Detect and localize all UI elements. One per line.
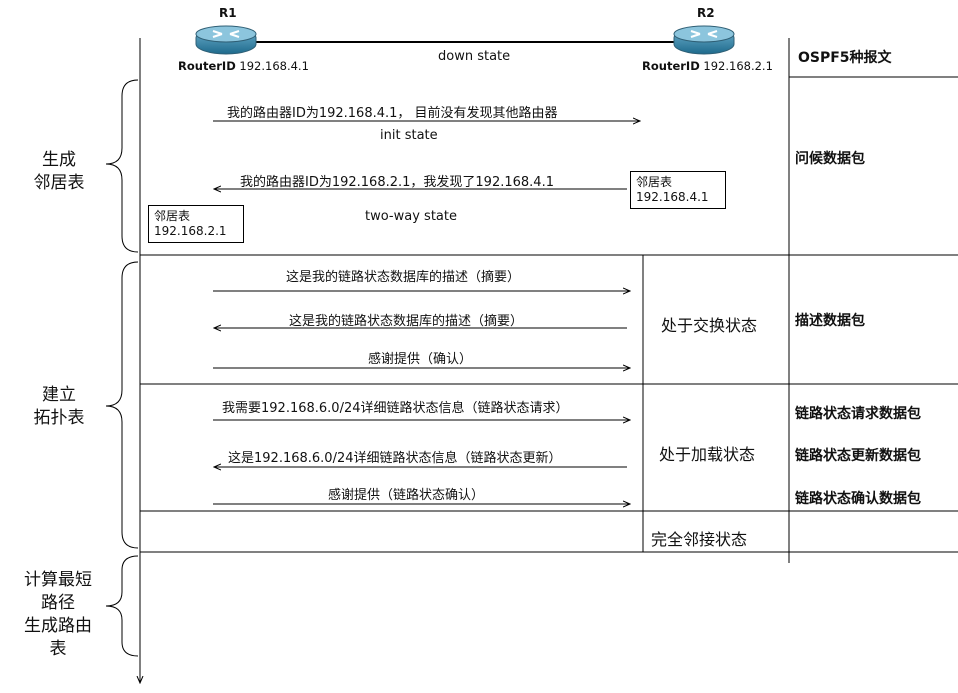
r1-neighbor-table-title: 邻居表	[154, 209, 191, 223]
packet-lsu: 链路状态更新数据包	[795, 448, 921, 464]
r1-neighbor-table: 邻居表 192.168.2.1	[148, 205, 244, 243]
packet-dbd: 描述数据包	[795, 313, 865, 329]
exchange-message-3: 感谢提供（确认）	[368, 352, 473, 367]
router-r1-id: RouterID 192.168.4.1	[178, 59, 309, 73]
exchange-state-label: 处于交换状态	[661, 316, 758, 335]
router-r1-name: R1	[219, 6, 237, 20]
brace-neighbor	[105, 79, 139, 253]
stage-neighbor-label: 生成 邻居表	[33, 150, 85, 193]
exchange-message-2: 这是我的链路状态数据库的描述（摘要）	[289, 314, 524, 329]
loading-message-1: 我需要192.168.6.0/24详细链路状态信息（链路状态请求）	[222, 401, 569, 416]
stage-route-label: 计算最短 路径 生成路由 表	[24, 570, 92, 659]
loading-state-label: 处于加载状态	[659, 445, 756, 464]
r2-neighbor-table: 邻居表 192.168.4.1	[630, 171, 726, 209]
exchange-message-1: 这是我的链路状态数据库的描述（摘要）	[286, 270, 521, 285]
brace-route	[105, 555, 139, 657]
r1-neighbor-table-value: 192.168.2.1	[154, 224, 227, 238]
two-way-state-label: two-way state	[365, 209, 457, 224]
loading-message-2: 这是192.168.6.0/24详细链路状态信息（链路状态更新）	[228, 451, 562, 466]
hello-message-2: 我的路由器ID为192.168.2.1，我发现了192.168.4.1	[240, 175, 554, 190]
packet-lsr: 链路状态请求数据包	[795, 406, 921, 422]
init-state-label: init state	[380, 128, 438, 143]
packet-lsack: 链路状态确认数据包	[795, 491, 921, 507]
router-r2-id: RouterID 192.168.2.1	[642, 59, 773, 73]
packet-hello: 问候数据包	[795, 151, 865, 167]
router-r2-name: R2	[697, 6, 715, 20]
brace-topology	[105, 261, 139, 549]
r2-neighbor-table-title: 邻居表	[636, 175, 673, 189]
stage-topology-label: 建立 拓扑表	[33, 385, 85, 428]
full-state-label: 完全邻接状态	[651, 530, 748, 549]
link-state-label: down state	[438, 49, 511, 64]
packet-types-header: OSPF5种报文	[798, 50, 892, 66]
router-r2-icon	[673, 25, 735, 55]
loading-message-3: 感谢提供（链路状态确认）	[328, 488, 485, 503]
r2-neighbor-table-value: 192.168.4.1	[636, 190, 709, 204]
router-r1-icon	[195, 25, 257, 55]
hello-message-1: 我的路由器ID为192.168.4.1， 目前没有发现其他路由器	[227, 106, 558, 121]
